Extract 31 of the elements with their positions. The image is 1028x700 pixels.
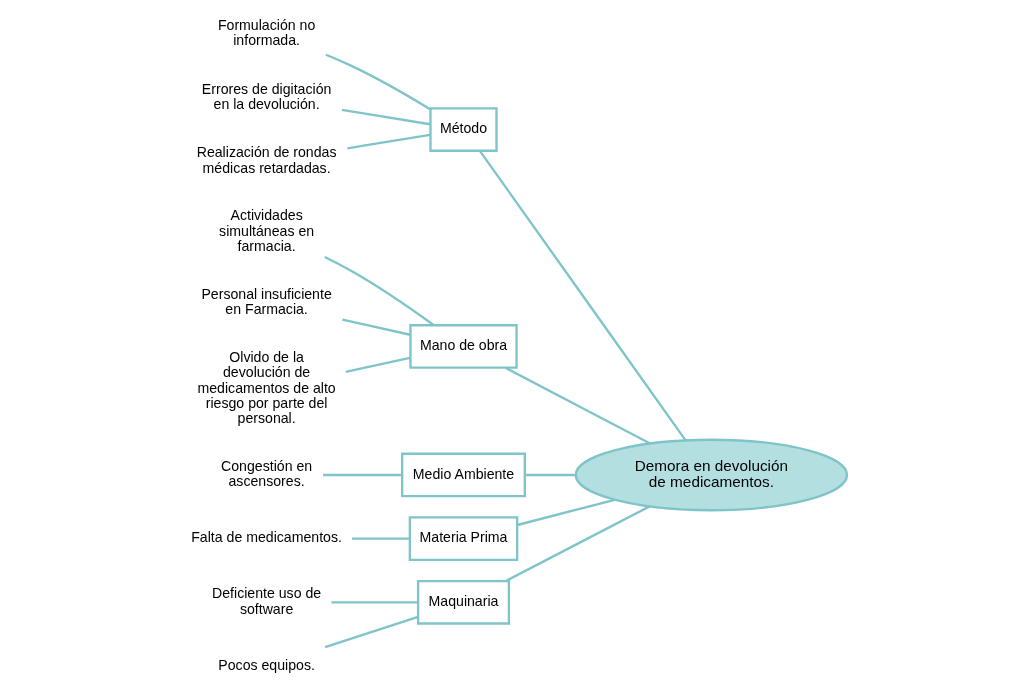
node-text: Deficiente uso de software — [211, 585, 321, 617]
node-text: Errores de digitación en la devolución. — [201, 80, 331, 113]
connector — [324, 53, 431, 111]
connector — [345, 356, 410, 374]
node-ellipse: Demora en devolución de medicamentos. — [574, 438, 848, 512]
node-text: Congestión en ascensores. — [220, 457, 312, 490]
connector — [331, 601, 418, 604]
node-text: Personal insuficiente en Farmacia. — [200, 285, 332, 318]
connector — [516, 498, 615, 527]
node-box: Maquinaria — [416, 579, 510, 625]
connector — [346, 133, 430, 150]
node-box: Método — [428, 107, 498, 152]
connector — [322, 473, 402, 477]
node-text: Realización de rondas médicas retardadas. — [196, 144, 336, 176]
node-text: Falta de medicamentos. — [190, 529, 342, 546]
connector — [323, 255, 434, 326]
connector — [341, 108, 430, 126]
node-box: Mano de obra — [408, 324, 518, 369]
node-box: Medio Ambiente — [400, 452, 526, 498]
connector — [478, 150, 687, 442]
connector — [341, 318, 410, 336]
node-text: Formulación no informada. — [217, 17, 315, 49]
connector — [524, 473, 575, 477]
node-text: Olvido de la devolución de medicamentos de alto riesgo por parte del personal. — [197, 348, 336, 427]
connector — [351, 537, 409, 540]
connector — [324, 615, 418, 649]
node-text: Actividades simultáneas en farmacia. — [218, 207, 314, 255]
node-text: Pocos equipos. — [217, 656, 315, 673]
connector — [504, 366, 651, 445]
node-box: Materia Prima — [408, 516, 518, 562]
connector — [504, 505, 650, 583]
